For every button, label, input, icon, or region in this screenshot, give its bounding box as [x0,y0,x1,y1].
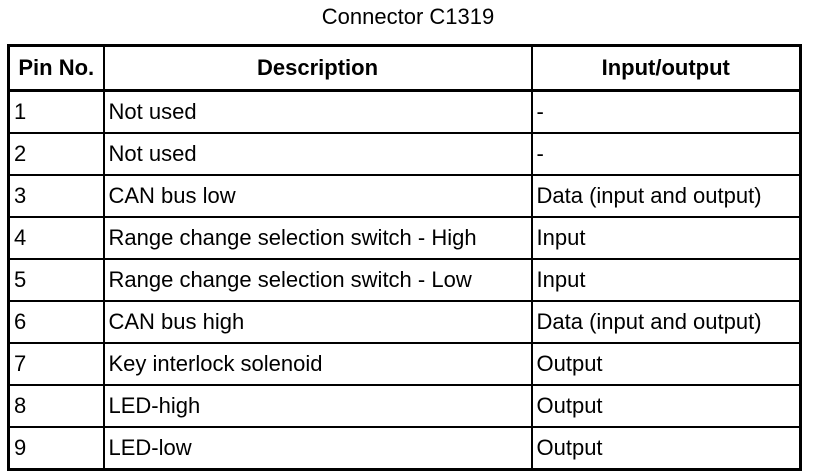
input-output-cell: Output [530,426,802,471]
description-cell: Range change selection switch - High [102,216,533,260]
description-cell: LED-low [102,426,533,471]
pin-number-cell: 4 [7,216,105,260]
description-cell: Not used [102,89,533,134]
table-row: 3 CAN bus low Data (input and output) [7,174,802,218]
input-output-cell: Data (input and output) [530,174,802,218]
table-row: 1 Not used - [7,89,802,134]
description-cell: Not used [102,132,533,176]
description-cell: CAN bus high [102,300,533,344]
table-row: 8 LED-high Output [7,384,802,428]
pin-number-cell: 6 [7,300,105,344]
pin-number-cell: 9 [7,426,105,471]
table-header-row: Pin No. Description Input/output [7,44,802,92]
input-output-cell: Input [530,258,802,302]
input-output-cell: Data (input and output) [530,300,802,344]
description-cell: Key interlock solenoid [102,342,533,386]
pin-number-cell: 7 [7,342,105,386]
table-row: 4 Range change selection switch - High I… [7,216,802,260]
description-cell: LED-high [102,384,533,428]
pin-number-cell: 2 [7,132,105,176]
input-output-cell: - [530,89,802,134]
header-input-output: Input/output [530,44,802,92]
input-output-cell: Input [530,216,802,260]
description-cell: Range change selection switch - Low [102,258,533,302]
description-cell: CAN bus low [102,174,533,218]
page-title: Connector C1319 [321,4,495,29]
input-output-cell: Output [530,342,802,386]
table-row: 7 Key interlock solenoid Output [7,342,802,386]
table-row: 9 LED-low Output [7,426,802,471]
header-pin-no: Pin No. [7,44,105,92]
input-output-cell: Output [530,384,802,428]
pin-number-cell: 1 [7,89,105,134]
header-description: Description [102,44,533,92]
table-row: 6 CAN bus high Data (input and output) [7,300,802,344]
input-output-cell: - [530,132,802,176]
pin-number-cell: 5 [7,258,105,302]
connector-pin-table: Pin No. Description Input/output 1 Not u… [7,44,802,471]
pin-number-cell: 3 [7,174,105,218]
table-row: 5 Range change selection switch - Low In… [7,258,802,302]
pin-number-cell: 8 [7,384,105,428]
table-row: 2 Not used - [7,132,802,176]
